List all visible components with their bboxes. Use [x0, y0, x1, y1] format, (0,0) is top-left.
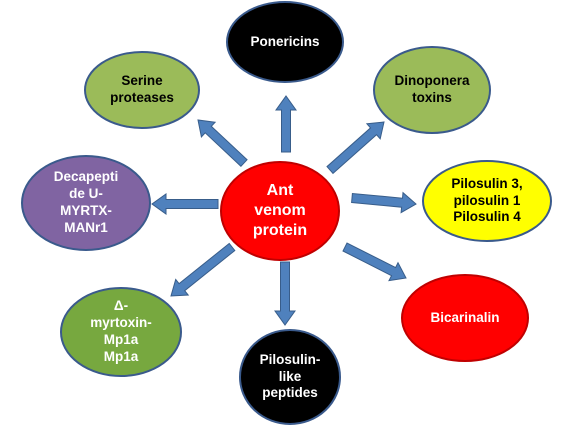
arrow-to-serine-proteases [197, 119, 248, 168]
arrows-layer [151, 95, 417, 326]
node-bicarinalin-label: Bicarinalin [430, 309, 500, 325]
ellipse-pilosulin-3-1-4 [422, 160, 552, 242]
node-pilosulin-like-peptides-label: Pilosulin- like peptides [259, 351, 321, 401]
arrow-to-dinoponera-toxins [326, 121, 385, 175]
node-dinoponera-toxins-label: Dinoponera toxins [394, 73, 470, 105]
node-pilosulin-label: Pilosulin 3, pilosulin 1 Pilosulin 4 [451, 175, 523, 225]
ellipse-serine-proteases [84, 51, 200, 129]
arrow-to-bicarinalin [342, 242, 407, 282]
node-delta-myrtoxin-label: Δ- myrtoxin- Mp1a Mp1a [90, 298, 152, 364]
arrow-to-delta-myrtoxin [170, 242, 236, 297]
center-node-label: Ant venom protein [252, 182, 308, 239]
arrow-to-decapeptide [151, 193, 219, 215]
ellipse-pilosulin-like-peptides [239, 329, 341, 425]
ellipses-layer [21, 1, 552, 425]
arrow-to-pilosulin-3-1-4 [351, 191, 417, 214]
arrow-to-ponericins [275, 95, 297, 153]
ellipse-delta-myrtoxin [60, 287, 182, 377]
ellipse-decapeptide [21, 155, 151, 251]
ellipse-bicarinalin [401, 274, 529, 362]
node-ponericins-label: Ponericins [250, 33, 320, 49]
node-decapeptide-label: Decapepti de U- MYRTX- MANr1 [53, 169, 119, 235]
ellipse-ponericins [226, 1, 344, 83]
node-serine-proteases-label: Serine proteases [110, 73, 174, 105]
arrow-to-pilosulin-like-peptides [274, 261, 296, 326]
ellipse-center [220, 161, 340, 261]
ellipse-dinoponera-toxins [373, 46, 491, 134]
